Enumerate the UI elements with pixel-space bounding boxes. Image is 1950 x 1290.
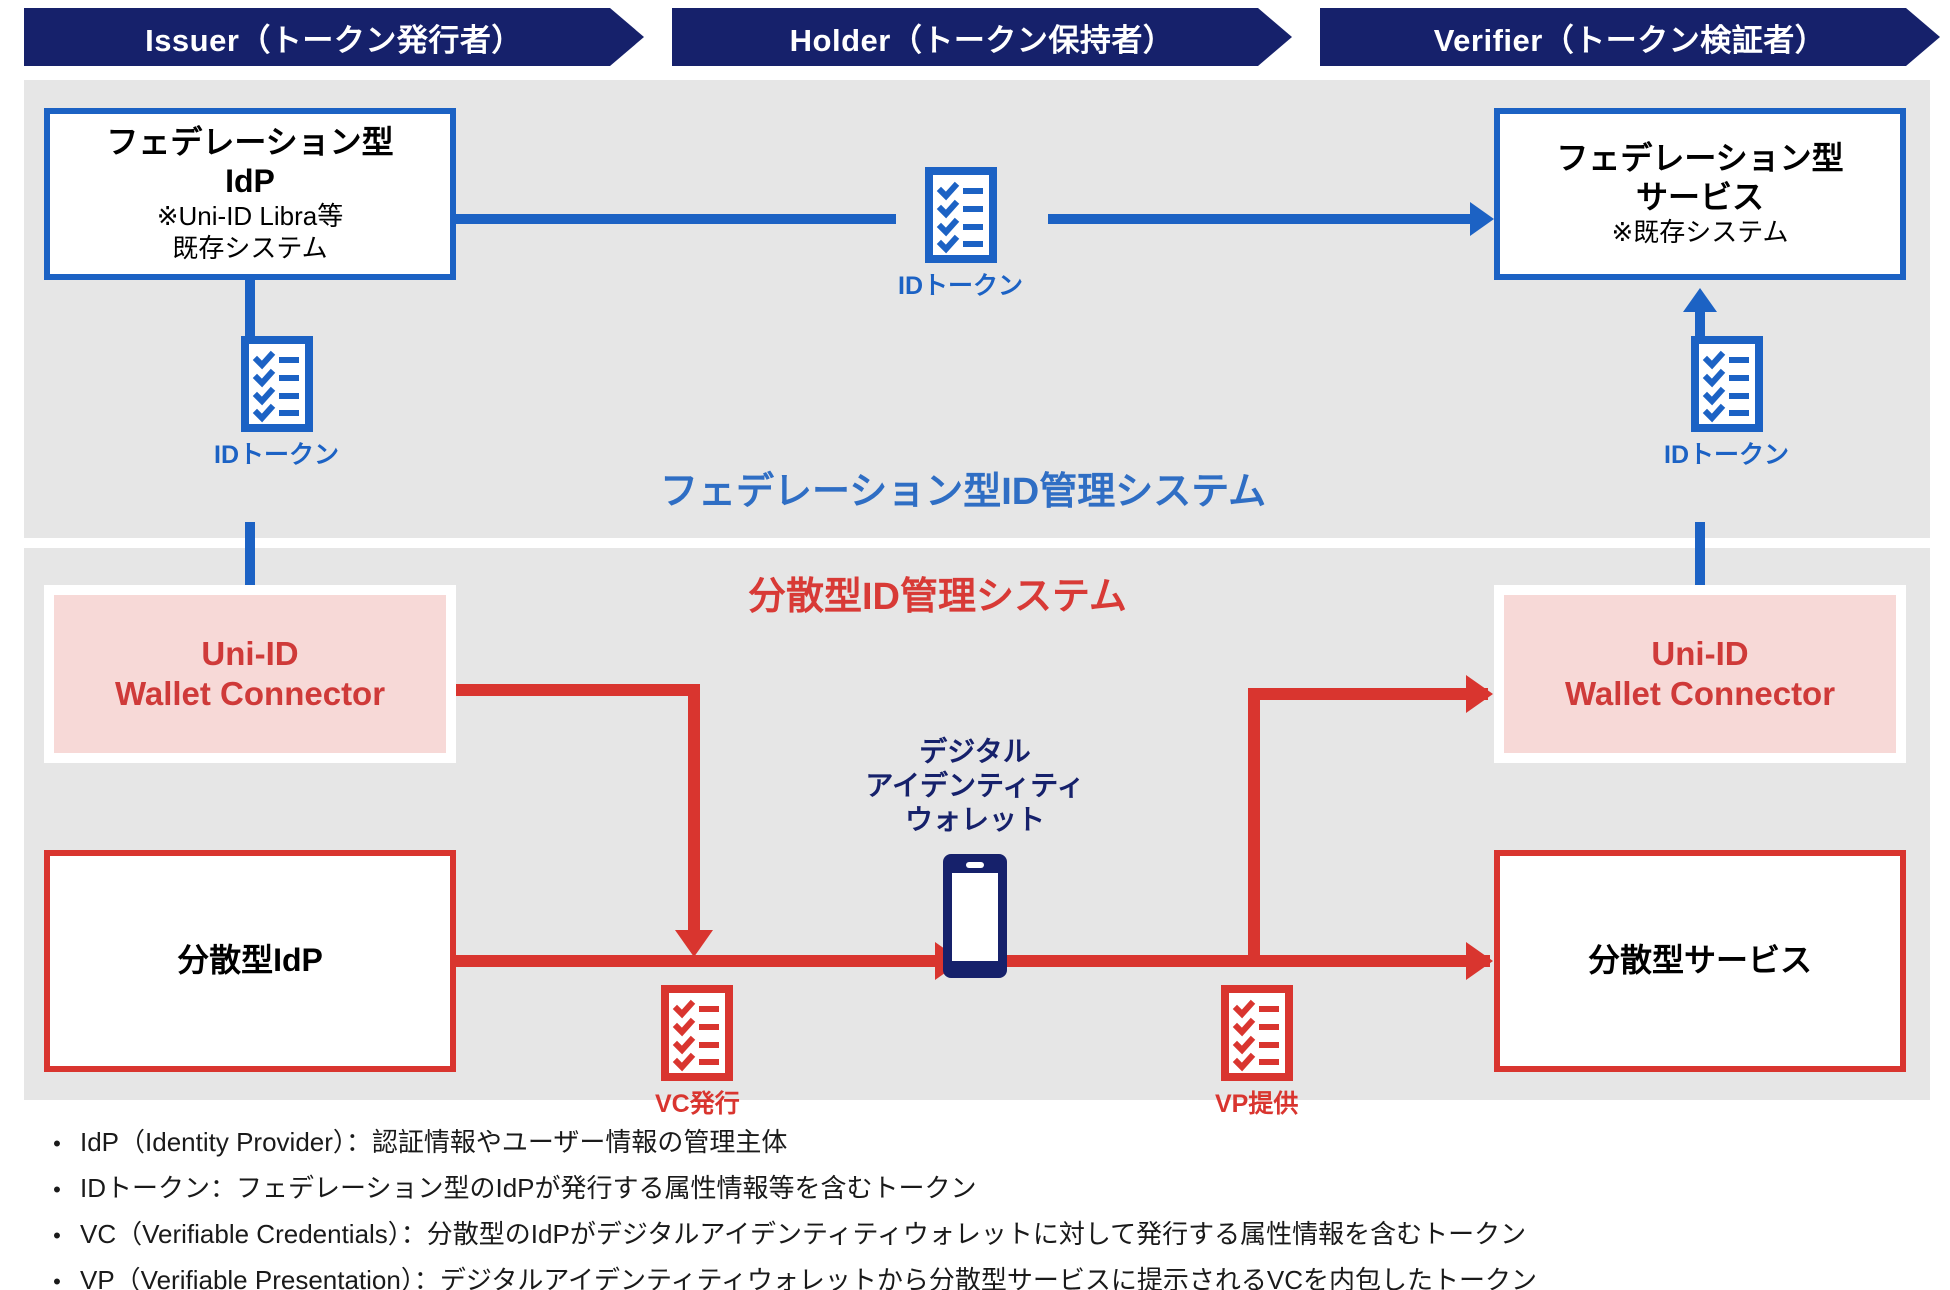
connector-wcright-up [1695, 522, 1705, 594]
role-header-verifier-label: Verifier（トークン検証者） [1433, 22, 1827, 58]
legend-item: • VC（Verifiable Credentials）：分散型のIdPがデジタ… [34, 1214, 1934, 1251]
role-header-holder-label: Holder（トークン保持者） [789, 22, 1175, 58]
box-federated-idp[interactable]: フェデレーション型 IdP ※Uni-ID Libra等 既存システム [44, 108, 456, 280]
wallet-label-line3: ウォレット [904, 804, 1045, 836]
connector-wallet-to-distservice [1005, 955, 1490, 967]
connector-token-to-fedservice [1048, 214, 1472, 224]
connector-fedidp-down [245, 280, 255, 336]
connector-token-to-fedservice-up [1695, 312, 1705, 340]
box-distributed-idp[interactable]: 分散型IdP [44, 850, 456, 1072]
connector-token-to-wcleft [245, 522, 255, 594]
box-federated-service-line2: サービス [1635, 179, 1764, 216]
connector-wcleft-right [450, 684, 700, 696]
arrowhead-to-fedservice-up [1683, 288, 1717, 312]
legend-item: • IDトークン：フェデレーション型のIdPが発行する属性情報等を含むトークン [34, 1168, 1934, 1205]
legend-bullet-icon: • [53, 1223, 61, 1248]
token-vp-provide: VP提供 [1215, 985, 1298, 1120]
arrowhead-wcleft-to-flow [675, 930, 713, 957]
arrowhead-to-fedservice [1470, 202, 1494, 236]
legend-item-text: IDトークン：フェデレーション型のIdPが発行する属性情報等を含むトークン [80, 1173, 977, 1203]
token-id-right-label: IDトークン [1664, 441, 1790, 469]
legend-bullet-icon: • [53, 1177, 61, 1202]
box-wallet-connector-left[interactable]: Uni-ID Wallet Connector [44, 585, 456, 763]
box-wallet-connector-right-line1: Uni-ID [1651, 634, 1749, 672]
digital-identity-wallet[interactable]: デジタル アイデンティティ ウォレット [840, 735, 1110, 981]
box-federated-idp-note1: ※Uni-ID Libra等 [156, 201, 344, 232]
role-header-issuer-label: Issuer（トークン発行者） [145, 22, 523, 58]
vc-token-icon [661, 985, 734, 1081]
token-id-left-label: IDトークン [214, 441, 340, 469]
box-federated-service[interactable]: フェデレーション型 サービス ※既存システム [1494, 108, 1906, 280]
wallet-label-line2: アイデンティティ [865, 770, 1085, 802]
token-id-right: IDトークン [1664, 336, 1789, 471]
legend-item: • IdP（Identity Provider）：認証情報やユーザー情報の管理主… [34, 1122, 1934, 1159]
legend-item-text: VP（Verifiable Presentation）：デジタルアイデンティティ… [80, 1265, 1538, 1290]
role-header-verifier: Verifier（トークン検証者） [1320, 8, 1940, 66]
box-federated-idp-line1: フェデレーション型 [106, 124, 394, 161]
connector-wcleft-down [688, 684, 700, 946]
panel-decentralized-title: 分散型ID管理システム [748, 576, 1127, 618]
legend-item-text: IdP（Identity Provider）：認証情報やユーザー情報の管理主体 [80, 1127, 788, 1157]
id-token-icon [924, 167, 997, 263]
box-wallet-connector-left-line2: Wallet Connector [114, 675, 386, 712]
box-federated-service-line1: フェデレーション型 [1556, 140, 1844, 177]
connector-distidp-to-wallet [450, 955, 947, 967]
box-distributed-idp-label: 分散型IdP [177, 942, 323, 979]
token-vc-issue-label: VC発行 [655, 1090, 740, 1118]
token-vp-provide-label: VP提供 [1215, 1090, 1299, 1118]
box-distributed-service-label: 分散型サービス [1587, 942, 1812, 979]
digital-identity-wallet-label: デジタル アイデンティティ ウォレット [865, 735, 1084, 837]
token-vc-issue: VC発行 [655, 985, 740, 1120]
box-federated-idp-line2: IdP [225, 163, 275, 200]
token-id-left: IDトークン [214, 336, 339, 471]
legend-bullet-icon: • [53, 1269, 61, 1290]
panel-federated-title: フェデレーション型ID管理システム [660, 471, 1267, 513]
connector-fedidp-to-token [456, 214, 896, 224]
legend-bullet-icon: • [53, 1131, 61, 1156]
role-header-holder: Holder（トークン保持者） [672, 8, 1292, 66]
legend-item-text: VC（Verifiable Credentials）：分散型のIdPがデジタルア… [80, 1219, 1527, 1249]
box-federated-service-note1: ※既存システム [1611, 217, 1789, 248]
connector-branch-to-wcright [1248, 688, 1488, 700]
vp-token-icon [1220, 985, 1293, 1081]
box-federated-idp-note2: 既存システム [172, 233, 328, 264]
connector-branch-up [1248, 688, 1260, 967]
box-wallet-connector-right-line2: Wallet Connector [1564, 675, 1836, 712]
id-token-icon [1690, 336, 1763, 432]
role-header-issuer: Issuer（トークン発行者） [24, 8, 644, 66]
smartphone-wallet-icon [943, 854, 1007, 979]
token-id-top: IDトークン [898, 167, 1023, 302]
wallet-label-line1: デジタル [919, 736, 1031, 767]
arrowhead-to-distservice [1466, 942, 1493, 980]
legend: • IdP（Identity Provider）：認証情報やユーザー情報の管理主… [34, 1122, 1934, 1290]
box-wallet-connector-right[interactable]: Uni-ID Wallet Connector [1494, 585, 1906, 763]
box-distributed-service[interactable]: 分散型サービス [1494, 850, 1906, 1072]
legend-item: • VP（Verifiable Presentation）：デジタルアイデンティ… [34, 1260, 1934, 1290]
arrowhead-to-wcright [1466, 675, 1493, 713]
id-token-icon [240, 336, 313, 432]
token-id-top-label: IDトークン [898, 272, 1024, 300]
box-wallet-connector-left-line1: Uni-ID [201, 634, 299, 672]
